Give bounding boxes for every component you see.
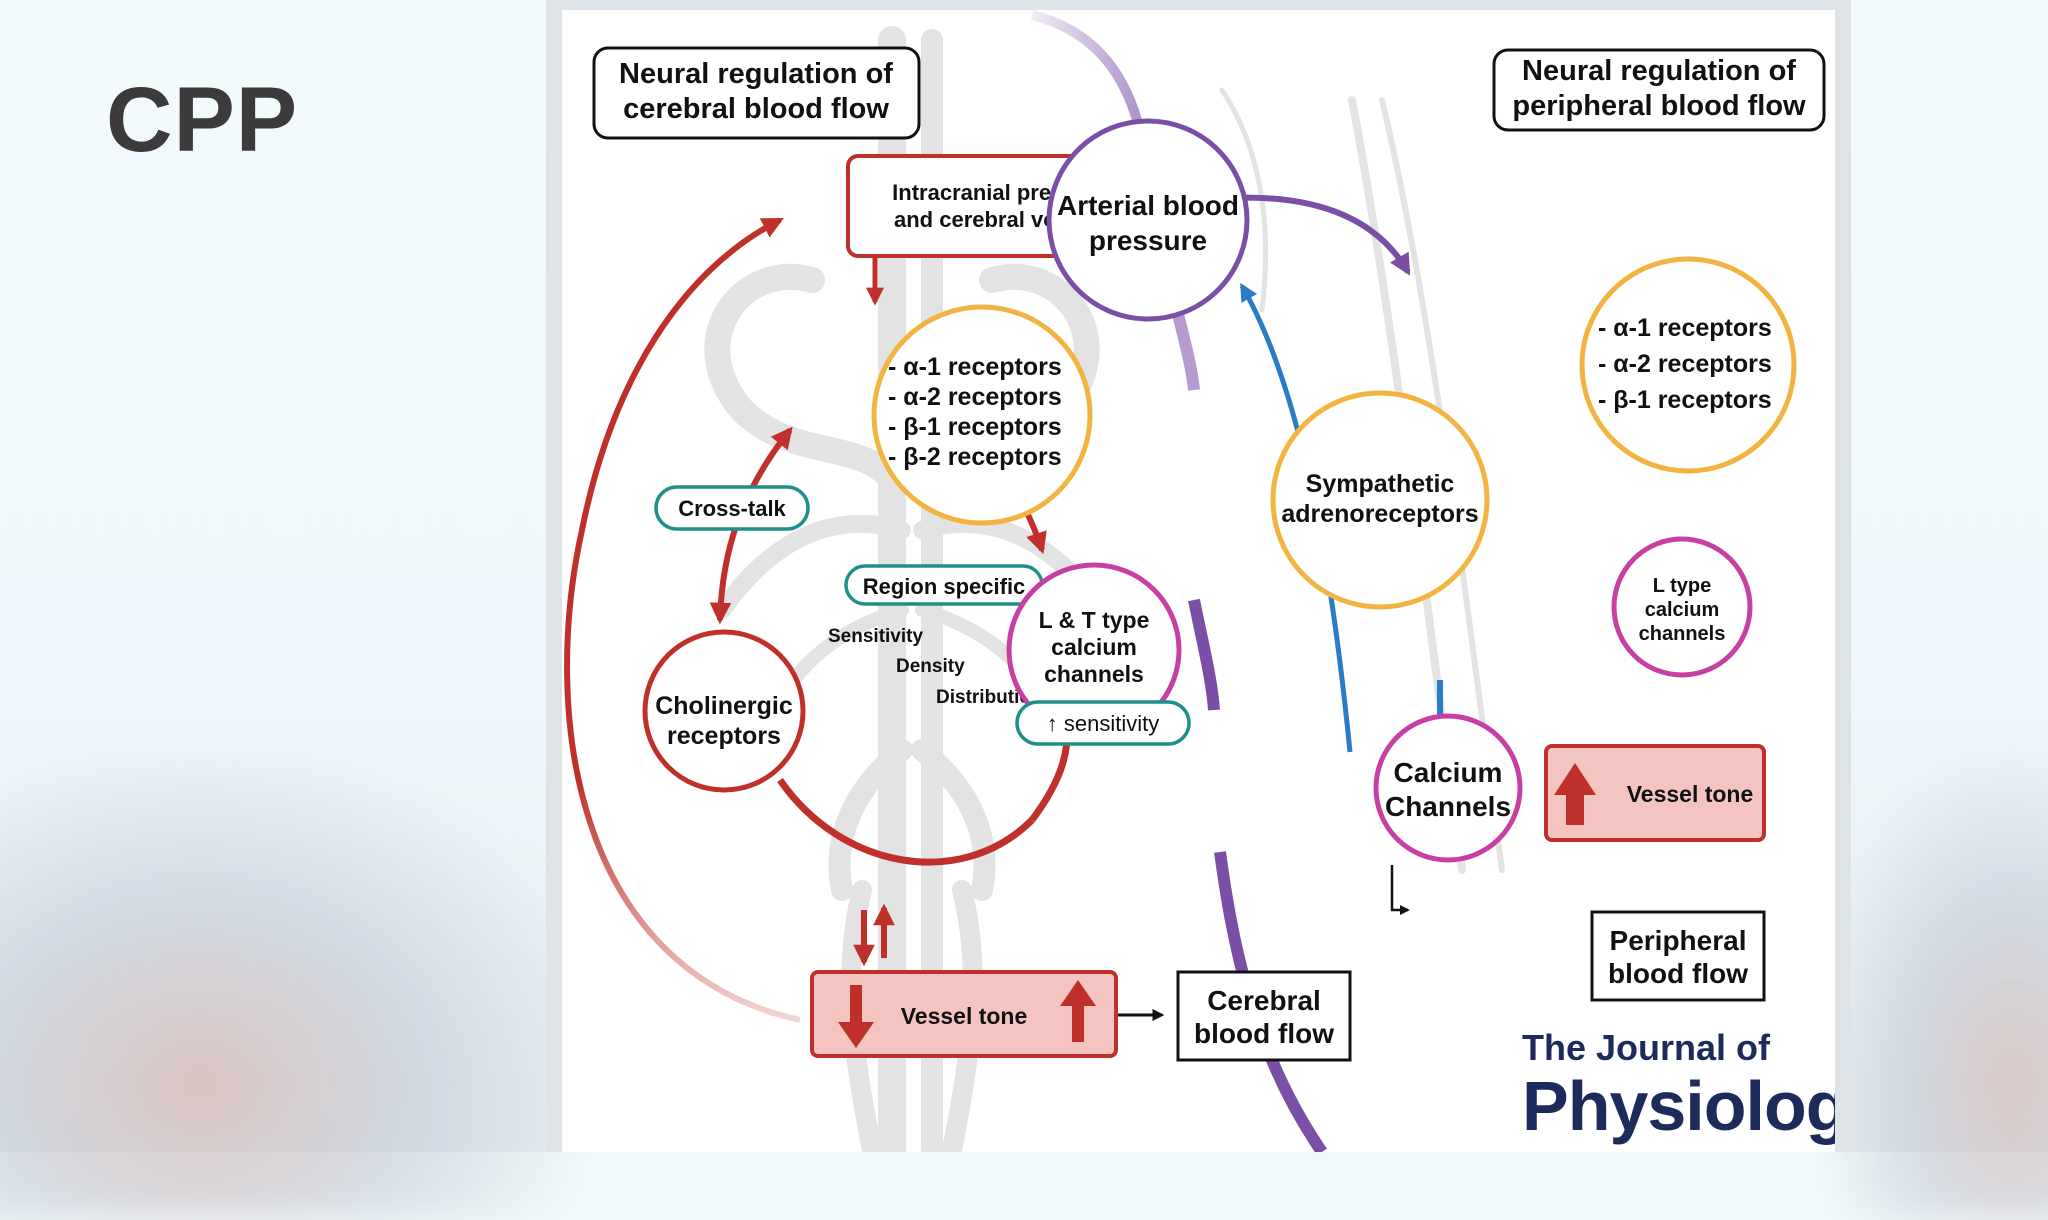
sensitivity-pill: ↑ sensitivity: [1015, 700, 1191, 746]
background-blur-left: [0, 760, 590, 1220]
l-channels-circle: L type calcium channels: [1611, 536, 1753, 678]
cerebral-receptor-4: - β-2 receptors: [888, 443, 1062, 471]
peripheral-flow-box: Peripheral blood flow: [1590, 910, 1766, 1002]
diagram-svg: Neural regulation of cerebral blood flow…: [564, 10, 1887, 1164]
l-line2: calcium: [1645, 599, 1719, 621]
peripheral-heading-line1: Neural regulation of: [1522, 55, 1796, 87]
region-specific-label: Region specific: [863, 574, 1026, 599]
cerebral-flow-box: Cerebral blood flow: [1176, 970, 1352, 1062]
cerebral-receptors-circle: - α-1 receptors - α-2 receptors - β-1 re…: [871, 304, 1093, 526]
region-specific-pill: Region specific: [844, 564, 1044, 606]
cerebral-vessel-tone-box: Vessel tone: [810, 970, 1118, 1058]
calcium-line1: Calcium: [1394, 757, 1503, 788]
cross-talk-label: Cross-talk: [678, 496, 786, 521]
up-arrow-icon: [1060, 980, 1096, 1042]
peripheral-receptor-2: - α-2 receptors: [1598, 350, 1772, 378]
lt-line2: calcium: [1051, 634, 1137, 660]
arterial-line2: pressure: [1089, 225, 1207, 256]
cerebral-receptor-2: - α-2 receptors: [888, 383, 1062, 411]
peripheral-flow-line2: blood flow: [1608, 958, 1748, 989]
lt-channels-circle: L & T type calcium channels: [1006, 562, 1182, 738]
journal-line1: The Journal of: [1522, 1027, 1771, 1068]
cerebral-receptor-3: - β-1 receptors: [888, 413, 1062, 441]
sympathetic-line1: Sympathetic: [1306, 470, 1455, 498]
peripheral-vessel-tone-label: Vessel tone: [1627, 781, 1754, 807]
peripheral-heading-box: Neural regulation of peripheral blood fl…: [1492, 48, 1826, 132]
sympathetic-circle: Sympathetic adrenoreceptors: [1270, 390, 1490, 610]
lt-line1: L & T type: [1039, 607, 1150, 633]
region-item-sensitivity: Sensitivity: [828, 626, 923, 647]
lt-line3: channels: [1044, 661, 1144, 687]
cerebral-heading-box: Neural regulation of cerebral blood flow: [592, 46, 921, 140]
up-arrow-icon: [1554, 763, 1596, 825]
purple-trunk-middle: [1188, 598, 1220, 711]
cholinergic-line1: Cholinergic: [655, 692, 793, 720]
figure-canvas: Neural regulation of cerebral blood flow…: [562, 10, 1887, 1164]
cerebral-heading-line2: cerebral blood flow: [623, 93, 889, 125]
peripheral-flow-line1: Peripheral: [1610, 925, 1747, 956]
calcium-channels-circle: Calcium Channels: [1373, 713, 1523, 863]
cross-talk-pill: Cross-talk: [654, 485, 810, 531]
sensitivity-label: ↑ sensitivity: [1047, 711, 1159, 736]
sympathetic-line2: adrenoreceptors: [1281, 500, 1478, 528]
background-blur-right: [1820, 760, 2048, 1220]
arterial-pressure-circle: Arterial blood pressure: [1046, 118, 1250, 322]
region-item-distribution: Distribution: [936, 687, 1043, 708]
arterial-to-peripheral-arrow: [1229, 194, 1411, 276]
peripheral-receptors-circle: - α-1 receptors - α-2 receptors - β-1 re…: [1579, 256, 1797, 474]
cholinergic-circle: Cholinergic receptors: [642, 629, 806, 793]
cerebral-receptor-1: - α-1 receptors: [888, 353, 1062, 381]
peripheral-vessel-tone-box: Vessel tone: [1544, 744, 1766, 842]
peripheral-receptor-1: - α-1 receptors: [1598, 314, 1772, 342]
journal-logo: The Journal of Physiology: [1522, 1027, 1887, 1145]
purple-top-vessel: [1030, 10, 1142, 122]
cycle-arc-bottom: [777, 778, 1035, 866]
peripheral-receptor-3: - β-1 receptors: [1598, 386, 1772, 414]
cerebral-heading-line1: Neural regulation of: [619, 58, 893, 90]
feedback-arrow: [564, 217, 801, 1023]
slide-title: CPP: [106, 69, 299, 171]
l-line1: L type: [1653, 575, 1712, 597]
purple-trunk-upper: [1171, 308, 1200, 391]
down-arrow-icon: [838, 985, 874, 1048]
arterial-line1: Arterial blood: [1057, 190, 1239, 221]
region-item-density: Density: [896, 656, 965, 677]
figure-frame: Neural regulation of cerebral blood flow…: [546, 0, 1887, 1164]
peripheral-heading-line2: peripheral blood flow: [1512, 90, 1806, 122]
l-line3: channels: [1639, 623, 1726, 645]
calcium-line2: Channels: [1385, 791, 1511, 822]
to-peripheral-flow-arrow: [1390, 865, 1410, 915]
journal-line2: Physiology: [1522, 1067, 1835, 1145]
cholinergic-line2: receptors: [667, 722, 781, 750]
cerebral-flow-line1: Cerebral: [1207, 985, 1321, 1016]
cerebral-flow-line2: blood flow: [1194, 1018, 1334, 1049]
cerebral-vessel-tone-label: Vessel tone: [901, 1003, 1028, 1029]
